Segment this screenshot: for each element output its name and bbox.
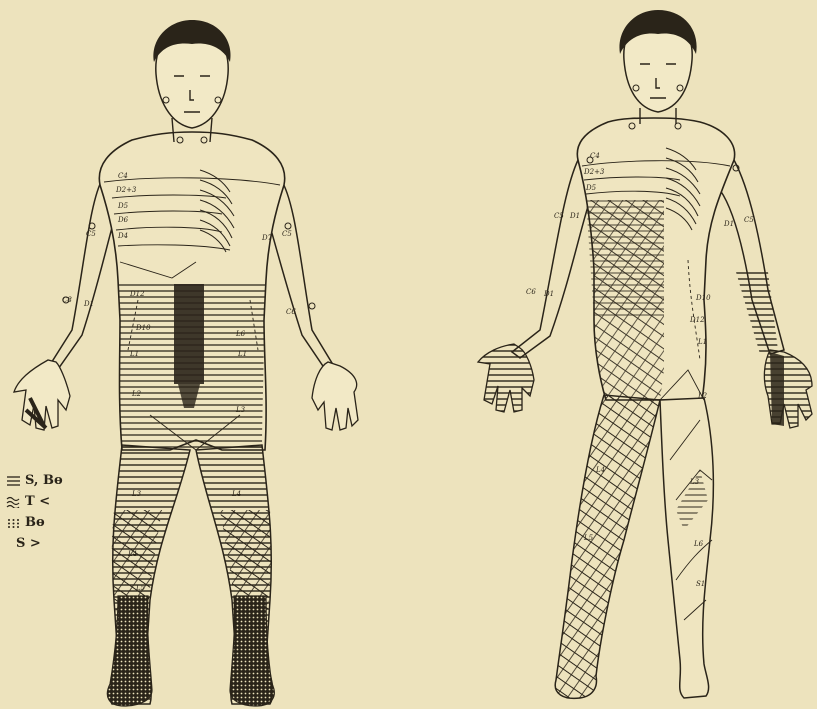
legend: S, Bɵ T < Bɵ S > <box>6 470 63 554</box>
dots-icon <box>6 517 21 529</box>
legend-row: Bɵ <box>6 512 63 533</box>
label-l2: L2 <box>697 392 708 400</box>
label-l4-right: L4 <box>231 490 241 498</box>
label-c6: C6 <box>526 288 536 296</box>
label-l3-right: L3 <box>235 406 246 414</box>
legend-text: S > <box>16 533 41 554</box>
label-c5-right: C5 <box>282 230 292 238</box>
legend-text: S, Bɵ <box>25 470 63 491</box>
label-d2-3: D2+3 <box>115 186 137 194</box>
label-l1: L1 <box>697 338 707 346</box>
label-d6: D6 <box>117 216 129 224</box>
label-c6: C6 <box>286 308 296 316</box>
label-l1: L1 <box>129 350 139 358</box>
legend-text: Bɵ <box>25 512 45 533</box>
label-d4: D4 <box>117 232 128 240</box>
label-d1: D1 <box>569 212 580 220</box>
legend-row: S, Bɵ <box>6 470 63 491</box>
left-figure-left-hand <box>312 362 358 430</box>
label-d1-arm: D1 <box>543 290 554 298</box>
label-l3: L3 <box>131 490 142 498</box>
label-d7: D7 <box>261 234 273 242</box>
left-figure-right-foot <box>107 596 152 706</box>
label-c8: C8 <box>62 296 72 304</box>
legend-row: S > <box>6 533 63 554</box>
label-l4: L4 <box>595 466 605 474</box>
label-c5: C5 <box>554 212 564 220</box>
label-d1-right: D1 <box>723 220 734 228</box>
horizontal-lines-icon <box>6 475 21 487</box>
label-s1: S1 <box>696 580 705 588</box>
label-l4: L4 <box>127 550 137 558</box>
label-l2: L2 <box>131 390 142 398</box>
legend-text: T < <box>25 491 50 512</box>
label-d1: D1 <box>83 300 94 308</box>
legend-row: T < <box>6 491 63 512</box>
right-body-figure: C4 D2+3 D5 C5 D1 D1 C5 C6 D1 D10 D12 L1 … <box>478 10 812 698</box>
label-l5: L5 <box>583 534 594 542</box>
right-figure-right-arm <box>512 160 590 358</box>
label-d10: D10 <box>135 324 151 332</box>
right-figure-right-leg <box>555 395 660 698</box>
label-l6: L6 <box>235 330 246 338</box>
label-c5: C5 <box>86 230 96 238</box>
label-d12: D12 <box>129 290 145 298</box>
label-d5: D5 <box>117 202 129 210</box>
left-body-figure: C4 D2+3 D5 D6 D4 C5 C8 D1 D7 C5 C6 D12 D… <box>14 20 358 706</box>
label-d2-3: D2+3 <box>583 168 605 176</box>
label-l5: L5 <box>135 584 146 592</box>
label-d12: D12 <box>689 316 705 324</box>
right-figure-right-hand <box>478 344 534 412</box>
label-d5: D5 <box>585 184 597 192</box>
left-figure-central-stripe <box>174 284 204 384</box>
label-c4: C4 <box>590 152 600 160</box>
label-l3: L3 <box>689 478 700 486</box>
label-l6: L6 <box>693 540 704 548</box>
label-d10: D10 <box>695 294 711 302</box>
label-c4: C4 <box>118 172 128 180</box>
label-l1-right: L1 <box>237 350 247 358</box>
label-c5-right: C5 <box>744 216 754 224</box>
right-figure-left-leg <box>660 398 713 698</box>
wavy-lines-icon <box>6 496 21 508</box>
